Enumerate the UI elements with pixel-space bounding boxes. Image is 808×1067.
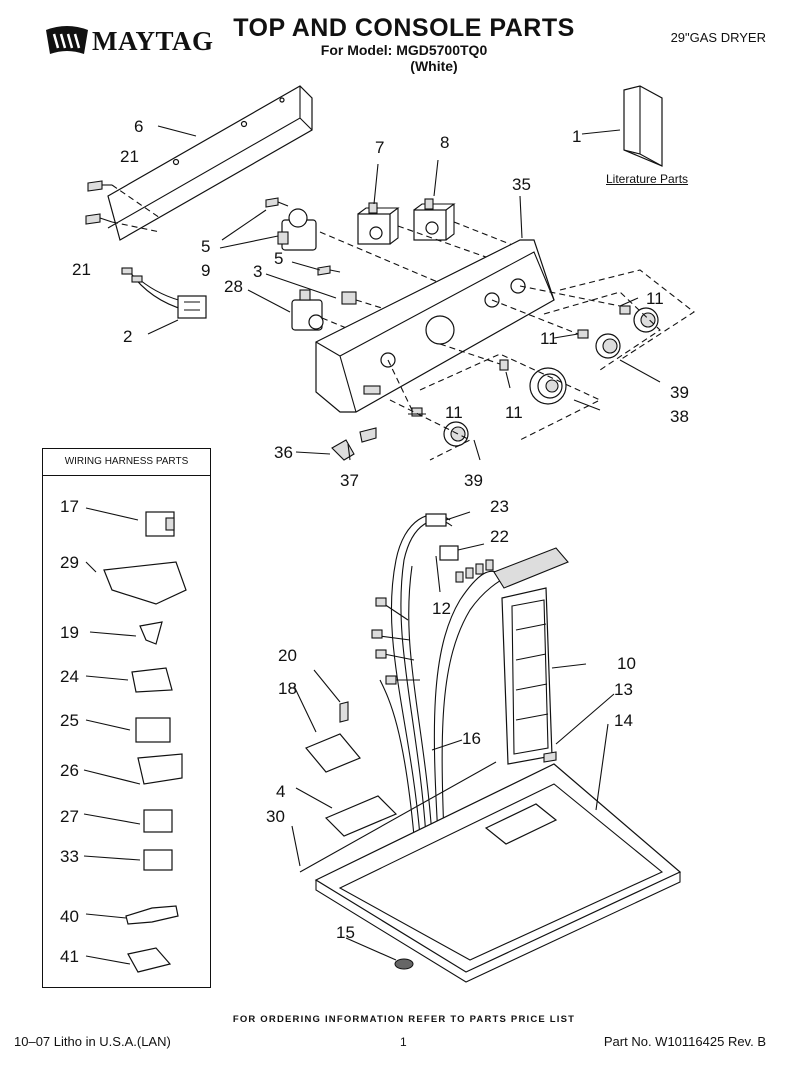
callout-8: 8 [440, 133, 449, 152]
part-35-console [315, 239, 555, 413]
callout-37: 37 [340, 471, 359, 490]
callout-17: 17 [60, 497, 79, 516]
part-16-wire-harness [371, 514, 507, 837]
part-20-screw [339, 701, 349, 723]
callout-26: 26 [60, 761, 79, 780]
callout-12: 12 [432, 599, 451, 618]
callout-13: 13 [614, 680, 633, 699]
callout-5a: 5 [201, 237, 210, 256]
part-10-lint-filter [493, 547, 569, 765]
callout-21a: 21 [120, 147, 139, 166]
part-2-harness [121, 267, 207, 319]
callout-16: 16 [462, 729, 481, 748]
litho-info: 10–07 Litho in U.S.A.(LAN) [14, 1034, 171, 1049]
callout-41: 41 [60, 947, 79, 966]
harness-small-parts [103, 511, 187, 973]
callout-6: 6 [134, 117, 143, 136]
callout-5b: 5 [274, 249, 283, 268]
part-5-screws [265, 197, 341, 276]
appliance-type: 29"GAS DRYER [670, 30, 766, 45]
callout-4: 4 [276, 782, 285, 801]
page-title: TOP AND CONSOLE PARTS [233, 14, 575, 42]
model-color: (White) [410, 58, 458, 74]
part-3-clip [341, 291, 357, 305]
part-18-plate [305, 733, 361, 773]
part-36-clip [331, 439, 355, 461]
callout-10: 10 [617, 654, 636, 673]
callout-labels: 1 2 3 4 5 5 6 7 8 9 10 11 11 11 11 12 13… [60, 117, 689, 966]
brand-name: MAYTAG [92, 26, 214, 56]
callout-19: 19 [60, 623, 79, 642]
page-number: 1 [400, 1035, 407, 1049]
part-30-strip [299, 761, 497, 873]
model-subtitle: For Model: MGD5700TQ0 [320, 42, 488, 58]
part-8-switch [413, 198, 456, 241]
callout-36: 36 [274, 443, 293, 462]
callout-33: 33 [60, 847, 79, 866]
callout-14: 14 [614, 711, 633, 730]
callout-29: 29 [60, 553, 79, 572]
part-13-screw [543, 751, 557, 763]
part-21-screws [85, 180, 161, 233]
part-15-foot [394, 958, 414, 970]
callout-27: 27 [60, 807, 79, 826]
callout-9: 9 [201, 261, 210, 280]
callout-25: 25 [60, 711, 79, 730]
literature-parts-label: Literature Parts [606, 172, 689, 186]
callout-28: 28 [224, 277, 243, 296]
callout-15: 15 [336, 923, 355, 942]
callout-2: 2 [123, 327, 132, 346]
callout-1: 1 [572, 127, 581, 146]
part-6-console-bracket [107, 85, 313, 241]
knobs [411, 305, 659, 447]
callout-35: 35 [512, 175, 531, 194]
maytag-logo: MAYTAG [44, 24, 214, 60]
callout-39b: 39 [464, 471, 483, 490]
part-1-literature [623, 85, 663, 167]
callout-11d: 11 [445, 403, 463, 422]
callout-3: 3 [253, 262, 262, 281]
callout-22: 22 [490, 527, 509, 546]
part-23-bracket [425, 513, 447, 527]
callout-21b: 21 [72, 260, 91, 279]
maytag-emblem-icon [46, 26, 88, 54]
wiring-harness-box [42, 448, 211, 988]
part-number: Part No. W10116425 Rev. B [603, 1034, 766, 1049]
callout-38: 38 [670, 407, 689, 426]
callout-11b: 11 [540, 329, 558, 348]
callout-11c: 11 [505, 403, 523, 422]
callout-23: 23 [490, 497, 509, 516]
part-37-clip [359, 427, 377, 443]
callout-18: 18 [278, 679, 297, 698]
leader-lines [83, 125, 661, 965]
callout-30: 30 [266, 807, 285, 826]
callout-11a: 11 [646, 289, 664, 308]
part-4-shield [324, 795, 398, 837]
part-7-switch [357, 202, 400, 245]
part-22-bracket [439, 545, 459, 561]
callout-40: 40 [60, 907, 79, 926]
ordering-note: FOR ORDERING INFORMATION REFER TO PARTS … [232, 1014, 576, 1025]
part-28-switch [291, 289, 324, 331]
callout-39a: 39 [670, 383, 689, 402]
callout-24: 24 [60, 667, 79, 686]
wiring-harness-title: WIRING HARNESS PARTS [42, 448, 211, 476]
callout-20: 20 [278, 646, 297, 665]
part-9-timer [277, 208, 317, 251]
callout-7: 7 [375, 138, 384, 157]
part-14-top [314, 763, 682, 983]
